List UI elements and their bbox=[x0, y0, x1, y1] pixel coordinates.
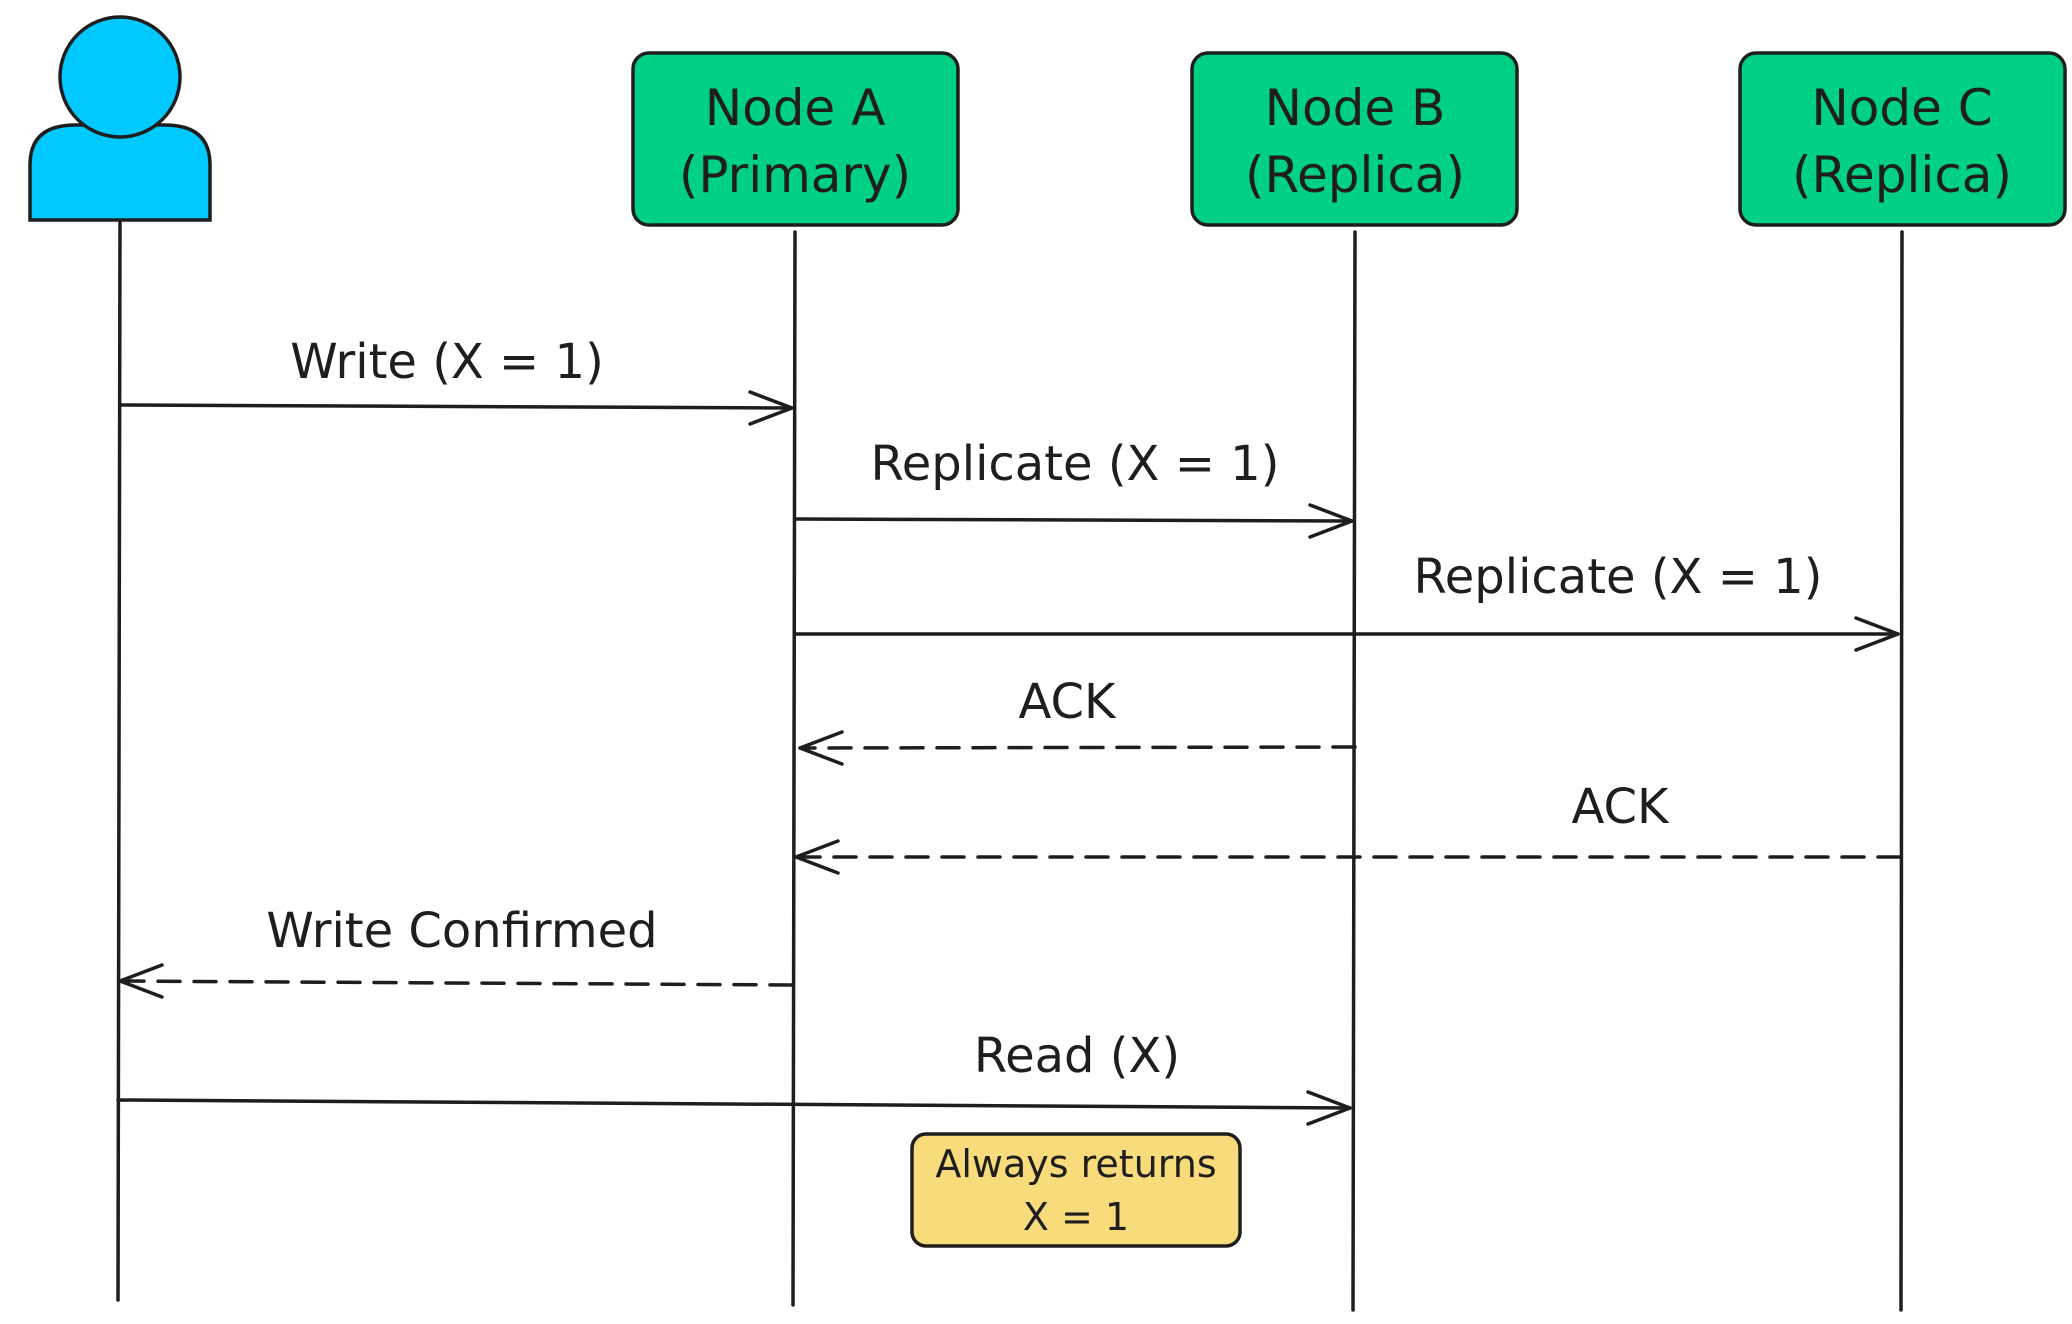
note-line-1: Always returns bbox=[935, 1142, 1216, 1186]
lifeline-node-a bbox=[791, 230, 797, 1307]
node-c-title: Node C bbox=[1811, 79, 1992, 137]
arrowhead bbox=[798, 730, 844, 766]
lifeline-client bbox=[116, 220, 122, 1302]
note-line-2: X = 1 bbox=[1023, 1195, 1129, 1239]
node-a-box bbox=[631, 51, 960, 227]
node-b-box bbox=[1190, 51, 1519, 227]
arrowhead bbox=[1306, 1090, 1352, 1126]
node-a-role: (Primary) bbox=[679, 146, 911, 204]
message-ack-b-label: ACK bbox=[1019, 674, 1118, 730]
user-icon bbox=[28, 15, 212, 222]
message-ack-c-label: ACK bbox=[1572, 779, 1671, 835]
message-read-line bbox=[116, 1098, 1352, 1110]
node-a: Node A (Primary) bbox=[631, 51, 960, 227]
node-c: Node C (Replica) bbox=[1738, 51, 2067, 227]
message-read-label: Read (X) bbox=[974, 1028, 1180, 1084]
message-ack-c: ACK bbox=[794, 779, 1902, 875]
message-write-label: Write (X = 1) bbox=[290, 334, 604, 390]
message-ack-b-line bbox=[798, 745, 1357, 750]
message-replicate-b-line bbox=[793, 517, 1354, 523]
message-write: Write (X = 1) bbox=[118, 334, 794, 426]
node-b-role: (Replica) bbox=[1245, 146, 1465, 204]
message-write-confirmed-label: Write Confirmed bbox=[266, 903, 657, 959]
lifeline-node-b bbox=[1351, 230, 1357, 1312]
message-replicate-b: Replicate (X = 1) bbox=[793, 436, 1354, 539]
arrowhead bbox=[794, 839, 840, 875]
message-replicate-c-label: Replicate (X = 1) bbox=[1414, 549, 1823, 605]
message-write-confirmed: Write Confirmed bbox=[118, 903, 794, 999]
node-a-title: Node A bbox=[705, 79, 886, 137]
arrowhead bbox=[748, 390, 794, 426]
user-head bbox=[58, 15, 182, 139]
message-replicate-b-label: Replicate (X = 1) bbox=[871, 436, 1280, 492]
message-read: Read (X) bbox=[116, 1028, 1352, 1126]
lifeline-node-c bbox=[1899, 230, 1904, 1312]
arrowhead bbox=[118, 963, 164, 999]
user-body bbox=[28, 123, 212, 222]
note-box bbox=[910, 1132, 1242, 1248]
note: Always returns X = 1 bbox=[910, 1132, 1242, 1248]
message-replicate-c: Replicate (X = 1) bbox=[793, 549, 1900, 652]
arrowhead bbox=[1854, 616, 1900, 652]
arrowhead bbox=[1308, 503, 1354, 539]
node-c-role: (Replica) bbox=[1792, 146, 2012, 204]
node-b-title: Node B bbox=[1265, 79, 1446, 137]
message-write-confirmed-line bbox=[118, 979, 794, 987]
message-write-line bbox=[118, 403, 794, 410]
message-ack-b: ACK bbox=[798, 674, 1357, 766]
node-c-box bbox=[1738, 51, 2067, 227]
node-b: Node B (Replica) bbox=[1190, 51, 1519, 227]
